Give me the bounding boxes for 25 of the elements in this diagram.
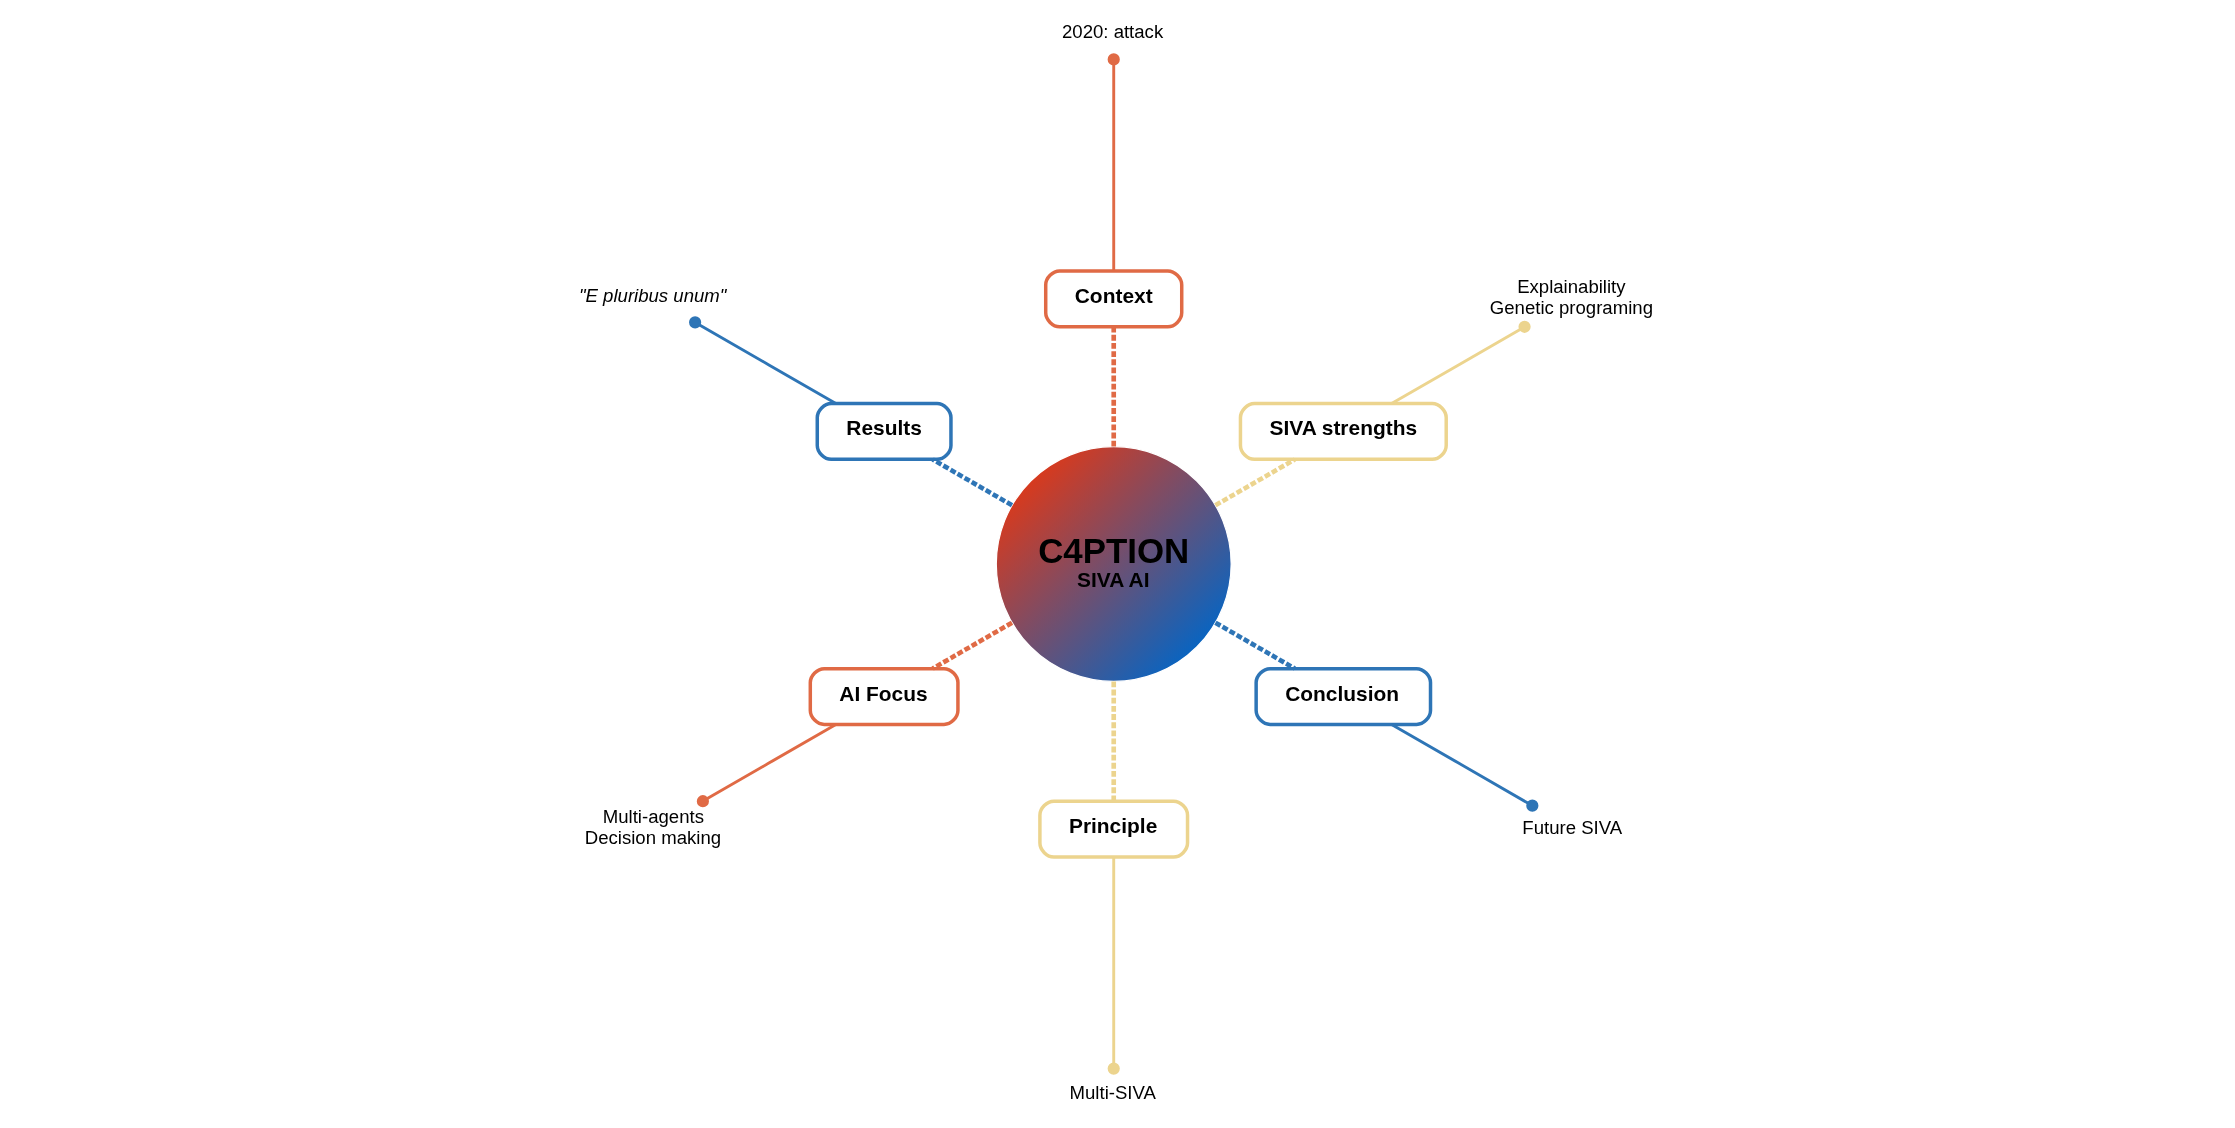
node-text: Future SIVA [1522,816,1623,838]
node-text: Multi-agents Decision making [584,806,722,848]
node-box: SIVA strengths [1238,401,1448,462]
node-box: Results [815,401,953,462]
node-box: Principle [1038,799,1190,859]
connector [696,723,837,808]
connector [1214,620,1296,671]
connector [1107,53,1120,271]
connector [1214,457,1296,508]
node-box: AI Focus [808,666,960,727]
connector [689,316,837,405]
connector [1391,320,1531,405]
connector [1107,857,1120,1075]
connector [1111,681,1117,802]
connector [1111,326,1117,447]
connector [931,457,1014,508]
node-box: Context [1043,269,1184,329]
node-text: Multi-SIVA [1069,1081,1156,1103]
connector [1391,723,1539,812]
node-box: Conclusion [1254,666,1433,727]
connector [931,620,1014,671]
node-text: "E pluribus unum" [578,285,727,307]
node-text: 2020: attack [1061,21,1164,43]
node-circle: C4PTION SIVA AI [995,446,1232,682]
node-text: Explainability Genetic programing [1489,275,1653,318]
